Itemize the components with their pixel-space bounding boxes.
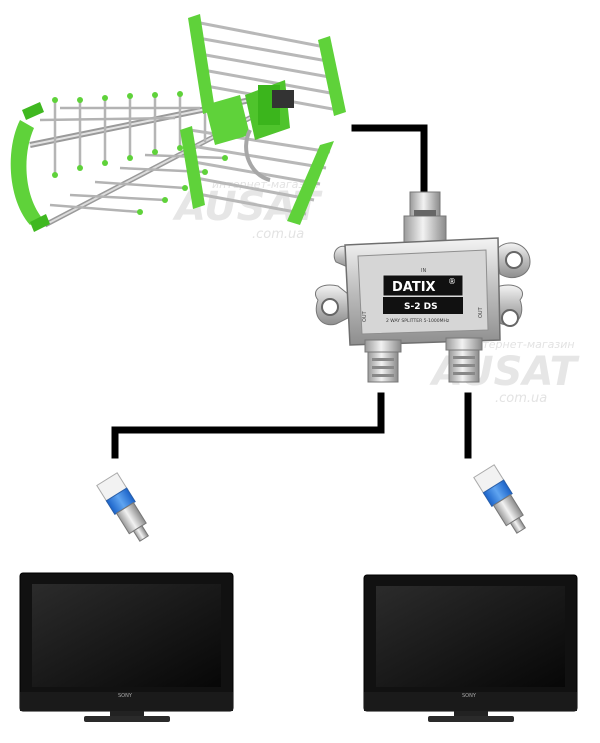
watermark-domain-text: .com.ua bbox=[252, 227, 304, 242]
port-in-label: IN bbox=[421, 268, 426, 274]
registered-mark: ® bbox=[448, 277, 456, 286]
splitter-image: DATIX ® S-2 DS 2 WAY SPLITTER 5-1000MHz … bbox=[315, 191, 531, 383]
port-out-left-label: OUT bbox=[362, 310, 368, 322]
tv-left: SONY bbox=[19, 572, 234, 722]
tv-brand-right: SONY bbox=[462, 693, 477, 699]
splitter-model: S-2 DS bbox=[404, 302, 438, 312]
watermark-domain-text: .com.ua bbox=[495, 391, 547, 406]
tv-right: SONY bbox=[363, 574, 578, 722]
tv-brand-left: SONY bbox=[118, 693, 133, 699]
watermark-shop-text: интернет-магазин bbox=[468, 338, 575, 351]
watermark-shop-text: интернет-магазин bbox=[212, 178, 319, 191]
plug-right bbox=[473, 464, 527, 534]
cables bbox=[111, 124, 472, 459]
splitter-description: 2 WAY SPLITTER 5-1000MHz bbox=[386, 318, 450, 324]
port-out-right-label: OUT bbox=[478, 306, 484, 318]
plug-left bbox=[96, 472, 150, 542]
cable-antenna-to-splitter bbox=[351, 124, 428, 194]
splitter-brand: DATIX bbox=[392, 280, 436, 295]
antenna-image bbox=[10, 14, 346, 232]
cable-splitter-to-left-tv bbox=[111, 392, 385, 459]
